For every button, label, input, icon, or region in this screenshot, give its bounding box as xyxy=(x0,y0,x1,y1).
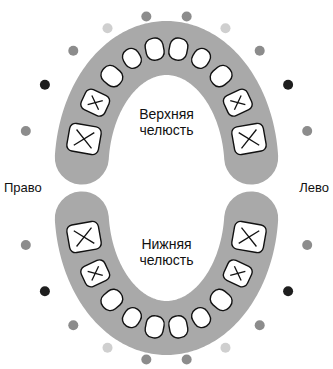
removed-mark xyxy=(88,266,103,280)
tooth-outline xyxy=(221,258,254,289)
front-tooth xyxy=(144,314,166,339)
tooth-outline xyxy=(98,62,126,90)
front-tooth xyxy=(98,286,126,314)
eruption-dot xyxy=(21,240,31,250)
tooth-outline xyxy=(207,286,235,314)
molar-tooth xyxy=(221,258,254,289)
molar-tooth xyxy=(79,87,112,118)
eruption-dot xyxy=(302,240,312,250)
molar-tooth xyxy=(221,87,254,118)
eruption-dot xyxy=(40,286,50,296)
front-tooth xyxy=(207,286,235,314)
removed-mark xyxy=(74,228,95,247)
eruption-dot xyxy=(255,46,265,56)
tooth-outline xyxy=(167,314,189,339)
removed-mark xyxy=(239,130,260,149)
tooth-outline xyxy=(66,122,102,155)
jaw-label: Верхняя челюсть xyxy=(119,106,215,138)
removed-mark xyxy=(88,96,103,110)
eruption-dot xyxy=(103,343,113,353)
tooth-outline xyxy=(119,45,144,71)
teeth-row xyxy=(66,220,267,339)
eruption-dot xyxy=(141,11,151,21)
tooth-outline xyxy=(119,305,144,331)
tooth-outline xyxy=(167,37,189,62)
removed-mark xyxy=(88,266,103,280)
removed-mark xyxy=(74,130,95,149)
eruption-dot xyxy=(302,126,312,136)
eruption-dot xyxy=(182,355,192,365)
front-tooth xyxy=(119,305,144,331)
tooth-outline xyxy=(66,220,102,253)
tooth-outline xyxy=(144,314,166,339)
front-tooth xyxy=(167,37,189,62)
eruption-dot xyxy=(68,46,78,56)
eruption-dot xyxy=(103,23,113,33)
tooth-outline xyxy=(231,122,267,155)
tooth-outline xyxy=(207,62,235,90)
tooth-outline xyxy=(189,305,214,331)
eruption-dot xyxy=(141,355,151,365)
side-label: Право xyxy=(4,181,42,196)
eruption-dot xyxy=(40,80,50,90)
molar-tooth xyxy=(66,122,102,155)
removed-mark xyxy=(239,130,260,149)
tooth-outline xyxy=(189,45,214,71)
eruption-dot xyxy=(68,320,78,330)
teeth-row xyxy=(66,37,267,156)
tooth-outline xyxy=(231,220,267,253)
eruption-dot xyxy=(283,286,293,296)
removed-mark xyxy=(230,266,245,280)
front-tooth xyxy=(189,305,214,331)
removed-mark xyxy=(74,228,95,247)
eruption-dot xyxy=(220,343,230,353)
eruption-dot xyxy=(255,320,265,330)
front-tooth xyxy=(207,62,235,90)
removed-mark xyxy=(239,228,260,247)
eruption-dot xyxy=(283,80,293,90)
eruption-dot xyxy=(182,11,192,21)
tooth-outline xyxy=(79,258,112,289)
tooth-outline xyxy=(79,87,112,118)
removed-mark xyxy=(230,96,245,110)
front-tooth xyxy=(167,314,189,339)
tooth-outline xyxy=(144,37,166,62)
jaw-label: Нижняя челюсть xyxy=(119,236,215,268)
molar-tooth xyxy=(231,122,267,155)
front-tooth xyxy=(98,62,126,90)
front-tooth xyxy=(144,37,166,62)
removed-mark xyxy=(239,228,260,247)
front-tooth xyxy=(189,45,214,71)
tooth-outline xyxy=(98,286,126,314)
eruption-dot xyxy=(220,23,230,33)
molar-tooth xyxy=(79,258,112,289)
removed-mark xyxy=(88,96,103,110)
removed-mark xyxy=(230,266,245,280)
molar-tooth xyxy=(231,220,267,253)
eruption-dot xyxy=(21,126,31,136)
tooth-outline xyxy=(221,87,254,118)
side-label: Лево xyxy=(299,181,329,196)
molar-tooth xyxy=(66,220,102,253)
removed-mark xyxy=(74,130,95,149)
removed-mark xyxy=(230,96,245,110)
front-tooth xyxy=(119,45,144,71)
